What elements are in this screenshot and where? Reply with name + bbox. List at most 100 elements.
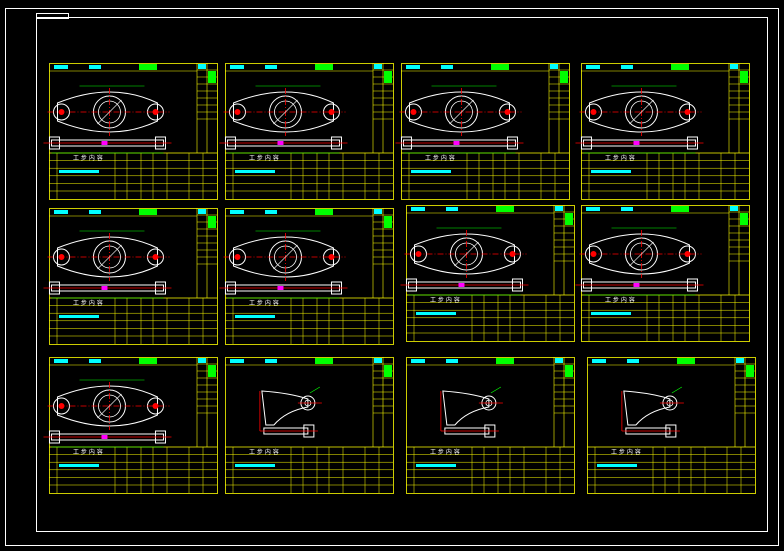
sheet-frame bbox=[401, 63, 570, 200]
section-hatch bbox=[277, 141, 284, 145]
header-accent bbox=[671, 206, 689, 212]
header-cell bbox=[411, 207, 425, 211]
title-cell bbox=[736, 358, 744, 363]
header-cell bbox=[446, 207, 458, 211]
process-step-text bbox=[59, 315, 99, 318]
process-header-label: 工 步 内 容 bbox=[73, 299, 103, 307]
header-cell bbox=[230, 210, 244, 214]
section-hatch bbox=[101, 286, 108, 290]
sheet-frame bbox=[49, 208, 218, 345]
process-header-label: 工 步 内 容 bbox=[430, 296, 460, 304]
right-bore bbox=[328, 109, 335, 115]
header-accent bbox=[677, 358, 695, 364]
process-step-text bbox=[59, 464, 99, 467]
process-sheet: 工 步 内 容 bbox=[400, 205, 575, 342]
process-sheet: 工 步 内 容 bbox=[219, 208, 394, 345]
section-hatch bbox=[633, 283, 640, 287]
sheet-frame bbox=[49, 357, 218, 494]
header-cell bbox=[621, 65, 633, 69]
header-accent bbox=[139, 209, 157, 215]
title-cell bbox=[374, 64, 382, 69]
process-header-label: 工 步 内 容 bbox=[611, 448, 641, 456]
sheet-frame bbox=[587, 357, 756, 494]
process-step-text bbox=[416, 312, 456, 315]
fork-dim bbox=[671, 386, 683, 394]
process-step-text bbox=[591, 312, 631, 315]
process-header-label: 工 步 内 容 bbox=[73, 448, 103, 456]
process-sheet: 工 步 内 容 bbox=[575, 205, 750, 342]
title-accent-fill bbox=[746, 365, 754, 377]
title-accent-fill bbox=[560, 71, 568, 83]
title-accent-fill bbox=[384, 365, 392, 377]
header-cell bbox=[586, 65, 600, 69]
header-cell bbox=[54, 359, 68, 363]
header-cell bbox=[265, 210, 277, 214]
title-cell bbox=[198, 209, 206, 214]
header-cell bbox=[446, 359, 458, 363]
diagonal-mark bbox=[454, 241, 479, 267]
diagonal-mark bbox=[449, 99, 474, 125]
title-cell bbox=[198, 358, 206, 363]
fork-outline bbox=[623, 390, 671, 426]
process-step-text bbox=[235, 464, 275, 467]
sheet-frame bbox=[581, 205, 750, 342]
title-cell bbox=[555, 358, 563, 363]
rod-outline bbox=[588, 233, 690, 275]
header-accent bbox=[496, 206, 514, 212]
header-accent bbox=[315, 209, 333, 215]
outer-frame bbox=[5, 8, 779, 546]
header-accent bbox=[139, 64, 157, 70]
header-cell bbox=[54, 210, 68, 214]
title-cell bbox=[198, 64, 206, 69]
process-step-text bbox=[235, 315, 275, 318]
rod-outline bbox=[232, 236, 334, 278]
header-cell bbox=[441, 65, 453, 69]
title-accent-fill bbox=[208, 365, 216, 377]
sheet-frame bbox=[49, 63, 218, 200]
fork-outline bbox=[261, 390, 309, 426]
rod-outline bbox=[588, 91, 690, 133]
process-header-label: 工 步 内 容 bbox=[249, 299, 279, 307]
header-cell bbox=[230, 65, 244, 69]
header-cell bbox=[621, 207, 633, 211]
title-accent-fill bbox=[208, 71, 216, 83]
sheet-frame bbox=[225, 357, 394, 494]
process-sheets: 工 步 内 容工 步 内 容工 步 内 容工 步 内 容工 步 内 容工 步 内… bbox=[43, 63, 756, 494]
process-sheet: 工 步 内 容 bbox=[406, 357, 575, 494]
fork-dim bbox=[490, 386, 502, 394]
header-accent bbox=[315, 358, 333, 364]
process-header-label: 工 步 内 容 bbox=[249, 154, 279, 162]
header-cell bbox=[406, 65, 420, 69]
process-step-text bbox=[416, 464, 456, 467]
diagonal-mark bbox=[273, 99, 298, 125]
title-cell bbox=[555, 206, 563, 211]
title-cell bbox=[550, 64, 558, 69]
process-sheet: 工 步 内 容 bbox=[219, 63, 394, 200]
header-cell bbox=[89, 65, 101, 69]
process-header-label: 工 步 内 容 bbox=[73, 154, 103, 162]
process-step-text bbox=[597, 464, 637, 467]
process-sheet: 工 步 内 容 bbox=[587, 357, 756, 494]
section-hatch bbox=[458, 283, 465, 287]
rod-outline bbox=[413, 233, 515, 275]
rod-outline bbox=[56, 91, 158, 133]
title-cell bbox=[730, 64, 738, 69]
diagonal-mark bbox=[273, 244, 298, 270]
frame-tab bbox=[36, 13, 69, 19]
header-accent bbox=[491, 64, 509, 70]
header-cell bbox=[586, 207, 600, 211]
process-step-text bbox=[59, 170, 99, 173]
header-cell bbox=[89, 359, 101, 363]
process-sheet: 工 步 内 容 bbox=[575, 63, 750, 200]
header-cell bbox=[627, 359, 639, 363]
process-sheet: 工 步 内 容 bbox=[225, 357, 394, 494]
process-step-text bbox=[235, 170, 275, 173]
header-cell bbox=[592, 359, 606, 363]
diagonal-mark bbox=[97, 244, 122, 270]
header-cell bbox=[230, 359, 244, 363]
title-accent-fill bbox=[740, 71, 748, 83]
header-cell bbox=[411, 359, 425, 363]
diagonal-mark bbox=[629, 241, 654, 267]
